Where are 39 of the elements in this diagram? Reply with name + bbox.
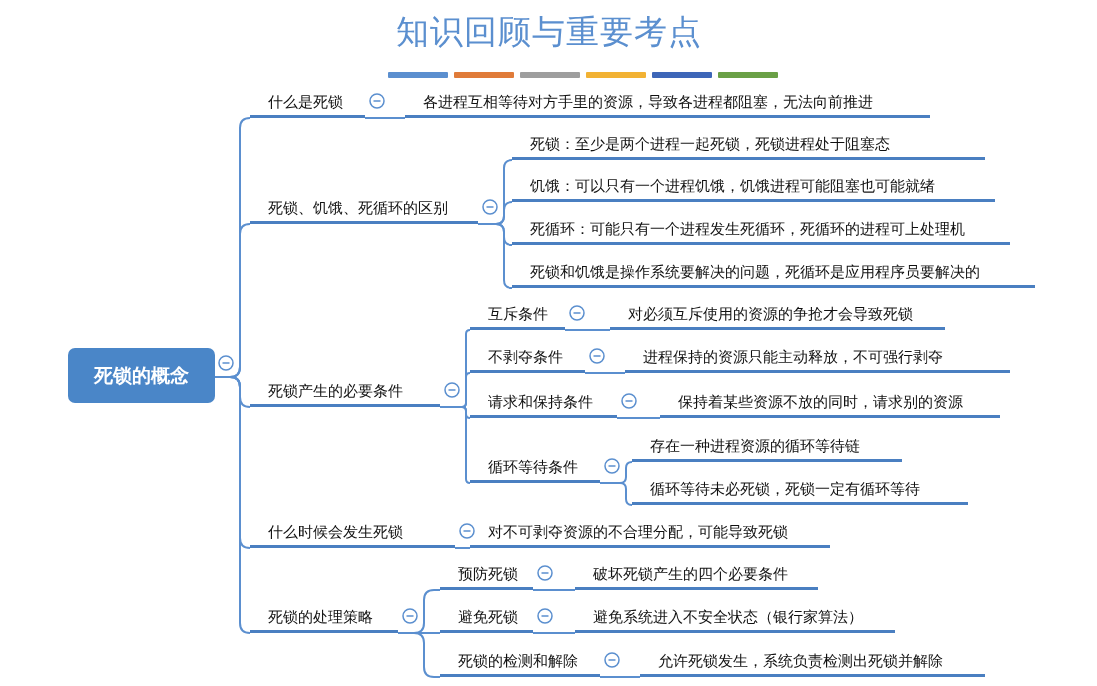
topic-label: 死锁的检测和解除 [440,649,600,677]
topic-label: 避免死锁 [440,605,533,633]
topic-label: 预防死锁 [440,562,533,590]
connector-line [532,632,576,634]
topic-label: 死锁和饥饿是操作系统要解决的问题，死循环是应用程序员要解决的 [512,260,1035,288]
connector-line [616,417,661,419]
connector-line [477,223,513,289]
topic-label: 允许死锁发生，系统负责检测出死锁并解除 [640,649,985,677]
topic-label: 什么是死锁 [250,90,365,118]
topic-label: 死锁：至少是两个进程一起死锁，死锁进程处于阻塞态 [512,132,985,160]
connector-line [532,589,576,591]
topic-label: 死锁产生的必要条件 [250,379,440,407]
connector-line [454,547,471,549]
topic-label: 存在一种进程资源的循环等待链 [632,434,902,462]
topic-label: 循环等待未必死锁，死锁一定有循环等待 [632,477,968,505]
topic-label: 破坏死锁产生的四个必要条件 [575,562,818,590]
topic-label: 对不可剥夺资源的不合理分配，可能导致死锁 [470,520,830,548]
topic-label: 对必须互斥使用的资源的争抢才会导致死锁 [610,302,945,330]
connector-line [564,329,611,331]
topic-label: 死循环：可能只有一个进程发生死循环，死循环的进程可上处理机 [512,217,1010,245]
topic-label: 什么时候会发生死锁 [250,520,455,548]
topic-label: 各进程互相等待对方手里的资源，导致各进程都阻塞，无法向前推进 [405,90,930,118]
connector-line [599,482,633,506]
topic-label: 死锁的处理策略 [250,605,398,633]
topic-label: 死锁、饥饿、死循环的区别 [250,196,478,224]
topic-label: 互斥条件 [470,302,565,330]
topic-label: 保持着某些资源不放的同时，请求别的资源 [660,390,1000,418]
connector-line [364,117,406,119]
title: 知识回顾与重要考点 [394,11,703,53]
topic-label: 饥饿：可以只有一个进程饥饿，饥饿进程可能阻塞也可能就绪 [512,174,995,202]
topic-label: 循环等待条件 [470,455,600,483]
topic-label: 不剥夺条件 [470,345,585,373]
connector-line [599,676,641,678]
topic-label: 请求和保持条件 [470,390,617,418]
connector-line [584,372,626,374]
topic-label: 进程保持的资源只能主动释放，不可强行剥夺 [625,345,1010,373]
topic-label: 避免系统进入不安全状态（银行家算法） [575,605,895,633]
connector-line [439,406,471,484]
central-topic-box: 死锁的概念 [68,348,215,403]
